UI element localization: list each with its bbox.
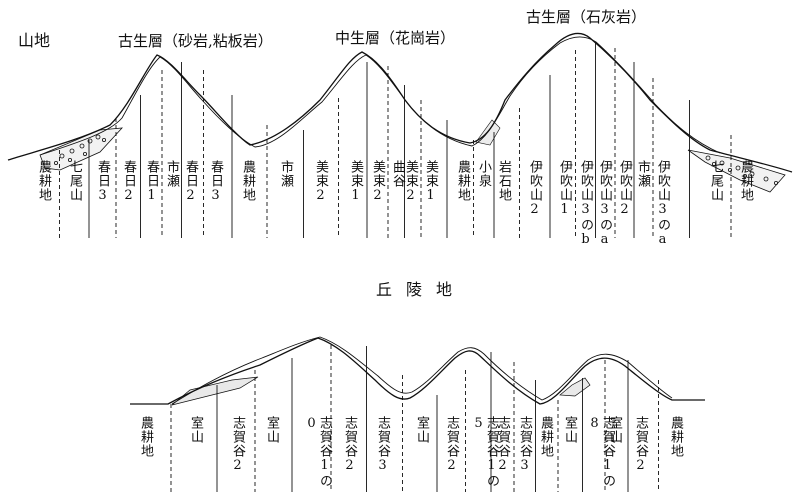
mountain-column-label: 伊吹山2 [527, 160, 542, 218]
hills-column-label: 志賀谷1の0 [304, 416, 332, 488]
mountain-column-label: 市瀬 [635, 160, 650, 188]
mountain-column-dividers [59, 42, 732, 238]
mountain-column-label: 美束2 [403, 160, 418, 204]
hills-column-label: 志賀谷2 [495, 416, 510, 474]
hills-column-label: 志賀谷3 [375, 416, 390, 474]
hills-ground-line [130, 337, 705, 405]
mountain-column-label: 市瀬 [278, 160, 293, 188]
hills-title: 丘陵地 [376, 280, 467, 299]
mountain-column-label: 春日3 [208, 160, 223, 204]
hills-column-label: 志賀谷2 [342, 416, 357, 474]
mountain-column-label: 農耕地 [738, 160, 753, 202]
mountain-column-label: 市瀬 [164, 160, 179, 188]
hills-column-label: 室山 [264, 416, 279, 444]
mountain-column-label: 春日1 [144, 160, 159, 204]
mountain-column-label: 春日3 [95, 160, 110, 204]
hills-column-label: 志賀谷2 [230, 416, 245, 474]
hills-column-label: 室山 [188, 416, 203, 444]
mountain-column-label: 春日2 [121, 160, 136, 204]
mountain-column-label: 伊吹山3のa [597, 160, 612, 248]
hills-left-soil [171, 376, 259, 406]
mountain-column-label: 七尾山 [708, 160, 723, 202]
hills-column-label: 志賀谷1の5 [471, 416, 499, 488]
hills-column-label: 志賀谷3 [517, 416, 532, 474]
mountain-column-label: 農耕地 [36, 160, 51, 202]
mountain-column-label: 小泉 [476, 160, 491, 188]
mountain-column-label: 岩石地 [496, 160, 511, 202]
hills-canopy-line [171, 336, 673, 405]
mountain-right-soil-wedge [687, 149, 786, 193]
mountain-section [7, 32, 793, 193]
mountain-column-label: 美束2 [370, 160, 385, 204]
mountain-column-label: 美束1 [423, 160, 438, 204]
mountain-column-label: 伊吹山3のa [655, 160, 670, 248]
mountain-column-label: 春日2 [183, 160, 198, 204]
mountain-column-label: 伊吹山1 [557, 160, 572, 218]
mountain-column-label: 伊吹山2 [617, 160, 632, 218]
mountain-column-label: 農耕地 [455, 160, 470, 202]
mountain-column-label: 美束1 [348, 160, 363, 204]
mountain-column-label: 農耕地 [240, 160, 255, 202]
mountain-column-label: 曲谷 [390, 160, 405, 188]
hills-column-label: 志賀谷2 [444, 416, 459, 474]
hills-column-label: 志賀谷1の8 [587, 416, 615, 488]
hills-column-label: 農耕地 [538, 416, 553, 458]
mountain-column-label: 七尾山 [67, 160, 82, 202]
hills-column-label: 農耕地 [138, 416, 153, 458]
mountain-column-label: 伊吹山3のb [578, 160, 593, 248]
mountain-title: 山地 [18, 31, 51, 50]
hills-column-label: 農耕地 [668, 416, 683, 458]
mountain-right-gravel [705, 155, 779, 185]
mountain-canopy-line [39, 36, 721, 156]
hills-column-label: 室山 [607, 416, 622, 444]
hills-section [130, 336, 705, 406]
hills-column-label: 室山 [414, 416, 429, 444]
hills-column-label: 室山 [562, 416, 577, 444]
formation-label-3: 古生層（石灰岩） [526, 8, 647, 26]
formation-label-2: 中生層（花崗岩） [335, 29, 456, 47]
hills-column-label: 志賀谷2 [633, 416, 648, 474]
hills-column-dividers [170, 345, 659, 492]
formation-label-1: 古生層（砂岩,粘板岩） [118, 32, 273, 50]
mountain-ground-line [7, 32, 793, 173]
mountain-left-gravel [54, 134, 107, 165]
mountain-column-label: 美束2 [313, 160, 328, 204]
